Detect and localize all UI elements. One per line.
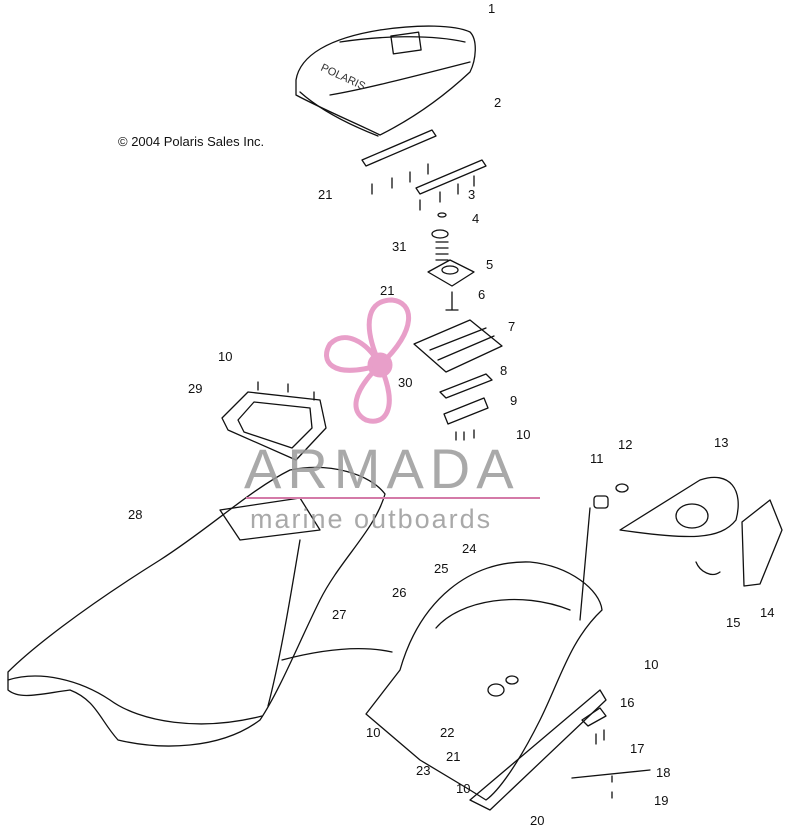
callout-label: 10 <box>218 349 233 364</box>
callout-label: 9 <box>510 393 518 408</box>
callout-label: 1 <box>488 1 496 16</box>
part-rear-body-20 <box>365 561 607 811</box>
callout-label: 29 <box>188 381 203 396</box>
callout-label: 23 <box>416 763 431 778</box>
part-taillight <box>619 476 783 587</box>
callout-label: 7 <box>508 319 516 334</box>
part-bracket-8-9 <box>439 373 493 441</box>
callout-label: 21 <box>318 187 333 202</box>
callout-label: 11 <box>590 451 604 466</box>
callout-label: 20 <box>530 813 545 828</box>
callout-label: 17 <box>630 741 645 756</box>
callout-label: 10 <box>366 725 381 740</box>
callout-label: 30 <box>398 375 413 390</box>
screws-21-upper <box>371 163 475 211</box>
part-spring-stack <box>427 212 475 287</box>
callout-label: 27 <box>332 607 347 622</box>
callout-label: 16 <box>620 695 635 710</box>
callout-label: 13 <box>714 435 729 450</box>
callout-label: 25 <box>434 561 449 576</box>
callout-label: 26 <box>392 585 407 600</box>
callout-label: 18 <box>656 765 671 780</box>
callout-label: 6 <box>478 287 486 302</box>
part-seat-28 <box>7 466 386 747</box>
callout-label: 19 <box>654 793 669 808</box>
watermark-name: ARMADA <box>244 437 520 500</box>
part-plate-7 <box>413 319 503 373</box>
callout-label: 14 <box>760 605 775 620</box>
callout-label: 21 <box>380 283 395 298</box>
callout-label: 4 <box>472 211 480 226</box>
part-bolt-6 <box>445 291 459 311</box>
callout-label: 12 <box>618 437 633 452</box>
callout-label: 15 <box>726 615 741 630</box>
brand-text: POLARIS <box>319 62 367 93</box>
callout-label: 28 <box>128 507 143 522</box>
callout-label: 10 <box>644 657 659 672</box>
copyright-text: © 2004 Polaris Sales Inc. <box>118 134 265 149</box>
callout-label: 10 <box>456 781 471 796</box>
callout-label: 21 <box>446 749 461 764</box>
part-11-12 <box>579 483 629 621</box>
callout-label: 8 <box>500 363 508 378</box>
watermark-logo <box>324 297 412 424</box>
part-frame-29 <box>221 381 327 461</box>
part-cable-27 <box>281 648 393 661</box>
callout-label: 31 <box>392 239 407 254</box>
callout-label: 5 <box>486 257 494 272</box>
callout-label: 22 <box>440 725 455 740</box>
callout-label: 2 <box>494 95 502 110</box>
part-mounting-strips <box>361 129 487 195</box>
callout-label: 3 <box>468 187 476 202</box>
part-hardware-16-19 <box>571 707 651 799</box>
callout-label: 24 <box>462 541 477 556</box>
part-seat-cover <box>295 25 476 137</box>
watermark-tagline: marine outboards <box>250 504 493 534</box>
callout-label: 10 <box>516 427 531 442</box>
